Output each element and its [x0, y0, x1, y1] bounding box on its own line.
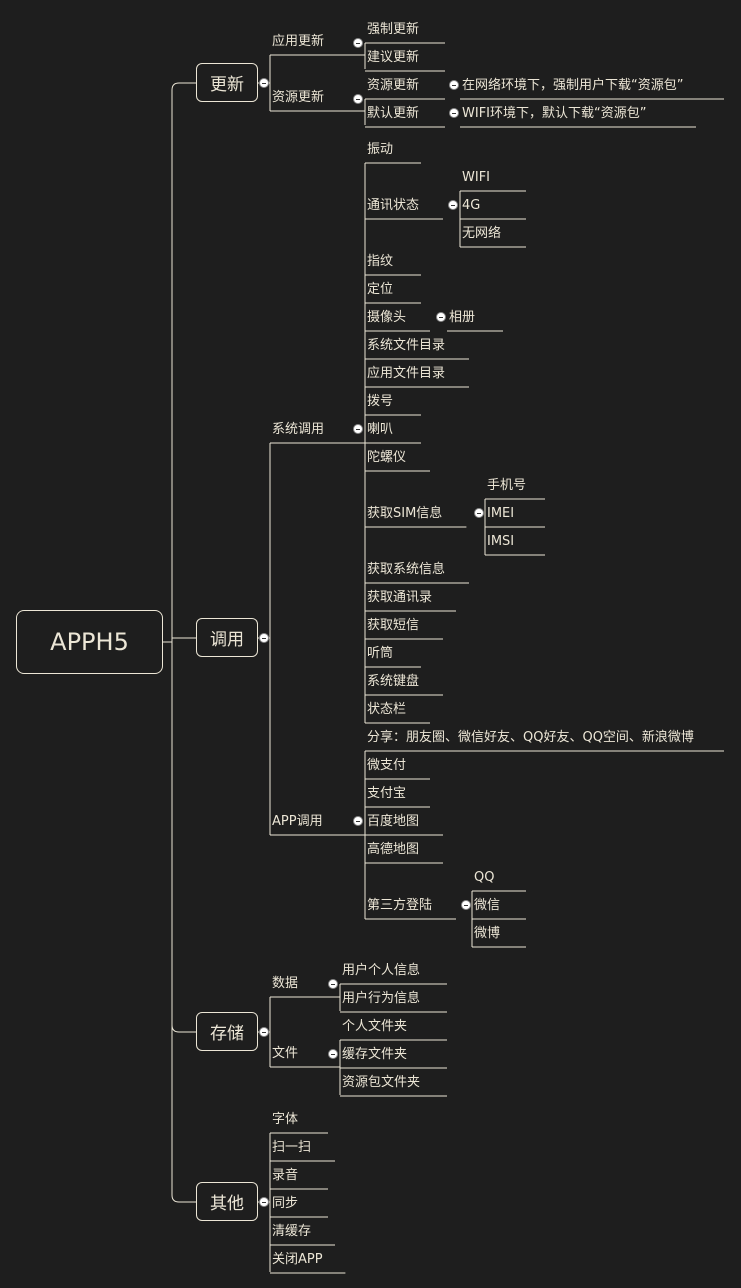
leaf-system-16[interactable]: 状态栏	[367, 702, 407, 717]
leaf-other-1[interactable]: 扫一扫	[272, 1140, 312, 1155]
leaf-login-2[interactable]: 微博	[474, 926, 501, 941]
leaf-file-1[interactable]: 缓存文件夹	[342, 1047, 408, 1062]
collapse-toggle-icon[interactable]	[328, 979, 338, 989]
leaf-app-4[interactable]: 高德地图	[367, 842, 420, 857]
collapse-toggle-icon[interactable]	[353, 816, 363, 826]
node-other[interactable]: 其他	[196, 1182, 258, 1221]
node-update[interactable]: 更新	[196, 63, 258, 102]
leaf-network-wifi[interactable]: WIFI	[462, 170, 490, 185]
leaf-app-2[interactable]: 支付宝	[367, 786, 407, 801]
node-system-invoke[interactable]: 系统调用	[272, 422, 325, 437]
node-file[interactable]: 文件	[272, 1046, 299, 1061]
leaf-suggest-update[interactable]: 建议更新	[367, 50, 420, 65]
node-app-invoke[interactable]: APP调用	[272, 814, 323, 829]
collapse-toggle-icon[interactable]	[353, 38, 363, 48]
leaf-app-5[interactable]: 第三方登陆	[367, 898, 433, 913]
collapse-toggle-icon[interactable]	[474, 508, 484, 518]
leaf-system-4[interactable]: 摄像头	[367, 310, 407, 325]
collapse-toggle-icon[interactable]	[259, 1197, 269, 1207]
leaf-res-note-0[interactable]: 在网络环境下，强制用户下载“资源包”	[462, 78, 684, 93]
leaf-app-3[interactable]: 百度地图	[367, 814, 420, 829]
leaf-system-7[interactable]: 拨号	[367, 394, 394, 409]
leaf-system-3[interactable]: 定位	[367, 282, 394, 297]
collapse-toggle-icon[interactable]	[449, 80, 459, 90]
leaf-other-4[interactable]: 清缓存	[272, 1224, 312, 1239]
collapse-toggle-icon[interactable]	[259, 1027, 269, 1037]
leaf-system-0[interactable]: 振动	[367, 142, 394, 157]
leaf-other-2[interactable]: 录音	[272, 1168, 299, 1183]
node-storage[interactable]: 存储	[196, 1012, 258, 1051]
leaf-res-update-1[interactable]: 默认更新	[367, 106, 420, 121]
collapse-toggle-icon[interactable]	[449, 108, 459, 118]
collapse-toggle-icon[interactable]	[353, 424, 363, 434]
leaf-other-0[interactable]: 字体	[272, 1112, 299, 1127]
leaf-network-4g[interactable]: 4G	[462, 198, 481, 213]
leaf-login-0[interactable]: QQ	[474, 870, 495, 885]
leaf-sim-2[interactable]: IMSI	[487, 534, 515, 549]
leaf-app-0[interactable]: 分享：朋友圈、微信好友、QQ好友、QQ空间、新浪微博	[367, 730, 694, 745]
node-app-update[interactable]: 应用更新	[272, 34, 325, 49]
collapse-toggle-icon[interactable]	[461, 900, 471, 910]
leaf-system-14[interactable]: 听筒	[367, 646, 394, 661]
node-data[interactable]: 数据	[272, 976, 299, 991]
connector	[171, 642, 196, 1203]
leaf-data-0[interactable]: 用户个人信息	[342, 963, 421, 978]
root-node[interactable]: APPH5	[16, 610, 163, 674]
collapse-toggle-icon[interactable]	[436, 312, 446, 322]
leaf-res-update-0[interactable]: 资源更新	[367, 78, 420, 93]
leaf-login-1[interactable]: 微信	[474, 898, 501, 913]
leaf-other-5[interactable]: 关闭APP	[272, 1252, 323, 1267]
leaf-res-note-1[interactable]: WIFI环境下，默认下载“资源包”	[462, 106, 647, 121]
leaf-file-0[interactable]: 个人文件夹	[342, 1019, 408, 1034]
leaf-app-1[interactable]: 微支付	[367, 758, 407, 773]
collapse-toggle-icon[interactable]	[448, 200, 458, 210]
collapse-toggle-icon[interactable]	[259, 633, 269, 643]
leaf-file-2[interactable]: 资源包文件夹	[342, 1075, 421, 1090]
leaf-system-15[interactable]: 系统键盘	[367, 674, 420, 689]
leaf-system-13[interactable]: 获取短信	[367, 618, 420, 633]
collapse-toggle-icon[interactable]	[259, 78, 269, 88]
leaf-system-12[interactable]: 获取通讯录	[367, 590, 433, 605]
leaf-sim-0[interactable]: 手机号	[487, 478, 527, 493]
connector	[171, 1024, 196, 1033]
leaf-sim-1[interactable]: IMEI	[487, 506, 515, 521]
collapse-toggle-icon[interactable]	[353, 94, 363, 104]
leaf-force-update[interactable]: 强制更新	[367, 22, 420, 37]
leaf-system-5[interactable]: 系统文件目录	[367, 338, 446, 353]
leaf-data-1[interactable]: 用户行为信息	[342, 991, 421, 1006]
leaf-system-8[interactable]: 喇叭	[367, 422, 394, 437]
leaf-system-10[interactable]: 获取SIM信息	[367, 506, 443, 521]
leaf-system-1[interactable]: 通讯状态	[367, 198, 420, 213]
connector	[171, 82, 196, 642]
leaf-system-6[interactable]: 应用文件目录	[367, 366, 446, 381]
leaf-system-11[interactable]: 获取系统信息	[367, 562, 446, 577]
leaf-system-9[interactable]: 陀螺仪	[367, 450, 407, 465]
leaf-other-3[interactable]: 同步	[272, 1196, 299, 1211]
leaf-camera-album[interactable]: 相册	[449, 310, 476, 325]
leaf-network-[interactable]: 无网络	[462, 226, 502, 241]
leaf-system-2[interactable]: 指纹	[367, 254, 394, 269]
node-res-update[interactable]: 资源更新	[272, 90, 325, 105]
node-invoke[interactable]: 调用	[196, 618, 258, 657]
collapse-toggle-icon[interactable]	[328, 1049, 338, 1059]
